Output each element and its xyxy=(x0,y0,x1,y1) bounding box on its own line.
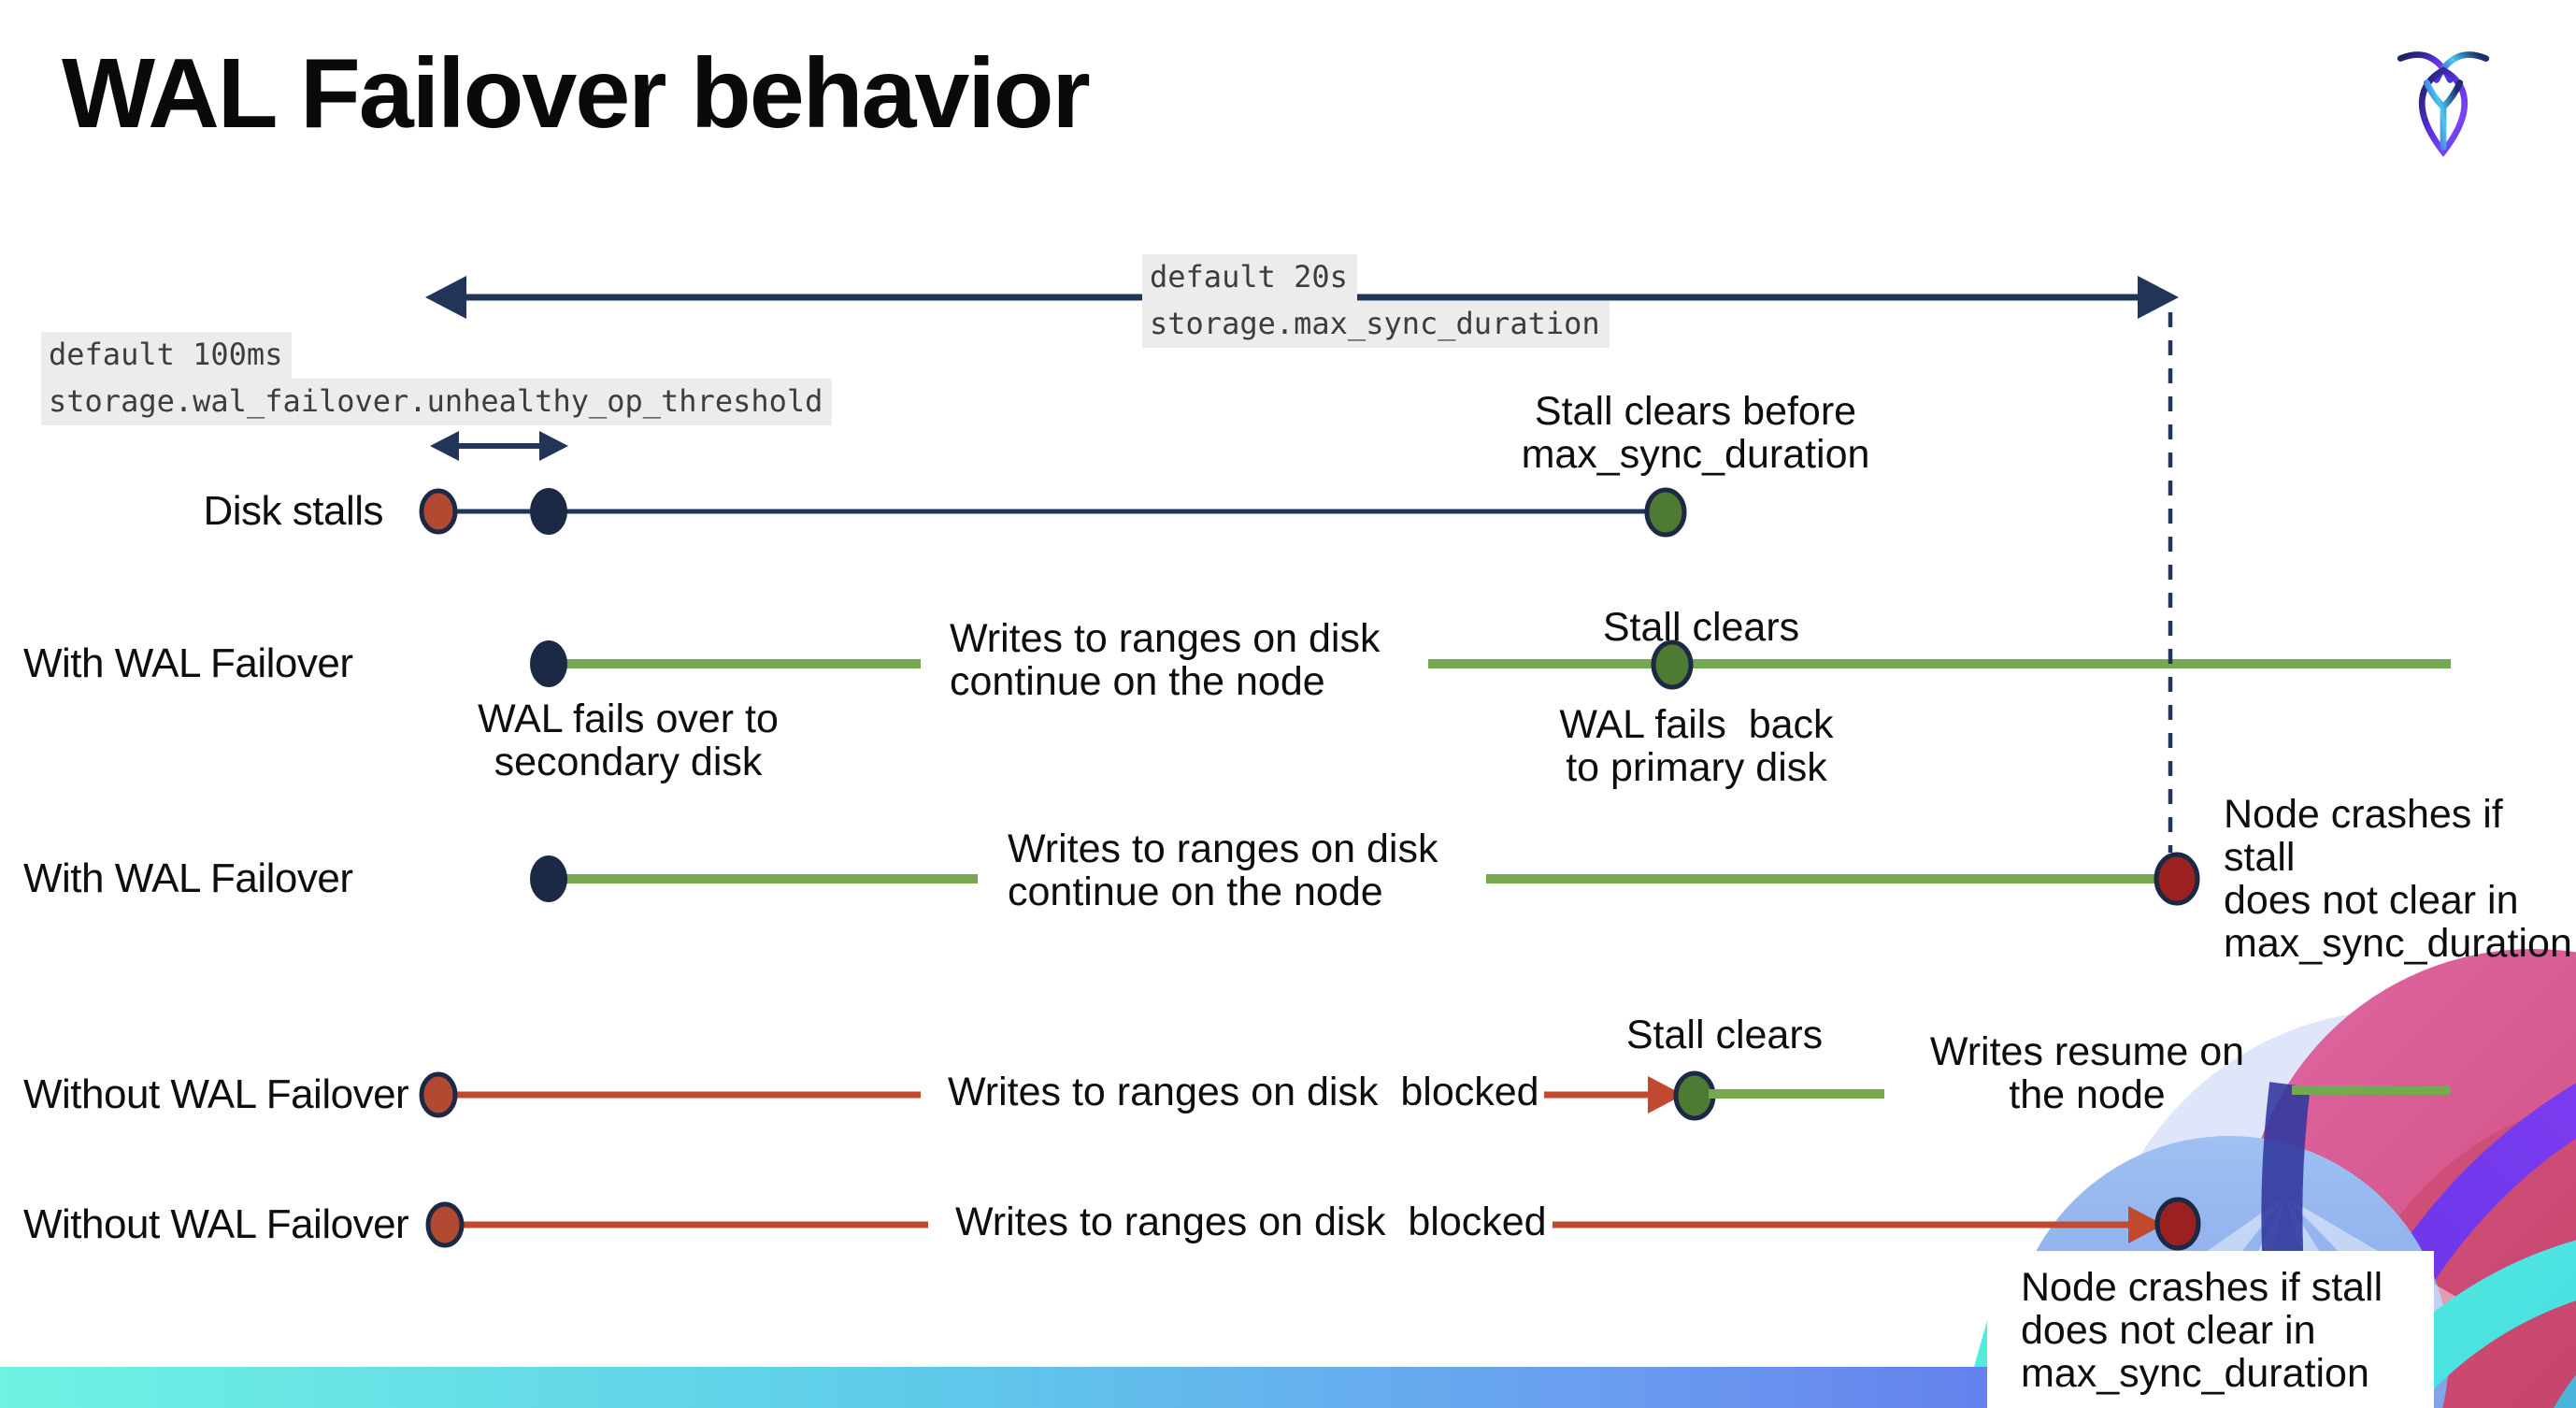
annotation-max-sync-duration: default 20s storage.max_sync_duration xyxy=(1142,254,1610,348)
annotation-unhealthy-op-threshold: default 100ms storage.wal_failover.unhea… xyxy=(41,332,833,425)
max-sync-setting-label: storage.max_sync_duration xyxy=(1142,301,1610,348)
callout-stall-clears-before: Stall clears before max_sync_duration xyxy=(1521,389,1870,477)
page-title: WAL Failover behavior xyxy=(62,38,1091,149)
node-crash-dot xyxy=(2154,852,2200,906)
failover-dot xyxy=(530,640,567,687)
timeline-without-wal-failover-2 xyxy=(425,1197,2201,1251)
timeline-with-wal-failover-1 xyxy=(530,639,2451,690)
callout-wal-fails-over: WAL fails over to secondary disk xyxy=(478,697,779,784)
failover-threshold-dot xyxy=(530,488,567,535)
callout-node-crashes-1: Node crashes if stall does not clear in … xyxy=(2224,792,2572,966)
unhealthy-op-threshold-span-arrow xyxy=(430,431,568,461)
node-crash-note-box: Node crashes if stall does not clear in … xyxy=(1987,1251,2434,1408)
callout-writes-continue-2: Writes to ranges on disk continue on the… xyxy=(1008,826,1438,914)
row-label-with-wal-failover-1: With WAL Failover xyxy=(23,640,353,686)
callout-writes-blocked-1: Writes to ranges on disk blocked xyxy=(948,1070,1539,1114)
cockroachdb-logo-icon xyxy=(2395,49,2492,167)
callout-writes-continue-1: Writes to ranges on disk continue on the… xyxy=(950,616,1381,704)
callout-writes-resume: Writes resume on the node xyxy=(1929,1029,2245,1117)
arrowhead xyxy=(1648,1076,1683,1113)
stall-clears-dot xyxy=(1644,487,1687,538)
unhealthy-op-setting-label: storage.wal_failover.unhealthy_op_thresh… xyxy=(41,379,833,425)
row-label-disk-stalls: Disk stalls xyxy=(203,488,383,534)
callout-wal-fails-back: WAL fails back to primary disk xyxy=(1559,702,1834,790)
timeline-without-wal-failover-1 xyxy=(419,1070,2451,1121)
row-label-without-wal-failover-2: Without WAL Failover xyxy=(23,1201,409,1247)
callout-node-crashes-2: Node crashes if stall does not clear in … xyxy=(2021,1265,2383,1396)
stall-start-dot xyxy=(425,1201,465,1248)
timeline-disk-stalls xyxy=(419,487,1687,538)
callout-stall-clears-2: Stall clears xyxy=(1625,1013,1824,1057)
stall-start-dot xyxy=(419,488,458,535)
node-crash-dot xyxy=(2154,1197,2201,1251)
row-label-with-wal-failover-2: With WAL Failover xyxy=(23,855,353,901)
unhealthy-op-default-label: default 100ms xyxy=(41,332,293,379)
stall-clears-dot xyxy=(1673,1070,1716,1121)
timeline-with-wal-failover-2 xyxy=(530,852,2200,906)
row-label-without-wal-failover-1: Without WAL Failover xyxy=(23,1071,409,1117)
stall-start-dot xyxy=(419,1071,458,1118)
failover-dot xyxy=(530,855,567,902)
max-sync-default-label: default 20s xyxy=(1142,254,1357,301)
stall-clears-dot xyxy=(1651,639,1694,690)
arrowhead xyxy=(2128,1206,2164,1243)
callout-writes-blocked-2: Writes to ranges on disk blocked xyxy=(955,1200,1547,1244)
callout-stall-clears-1: Stall clears xyxy=(1602,605,1800,650)
